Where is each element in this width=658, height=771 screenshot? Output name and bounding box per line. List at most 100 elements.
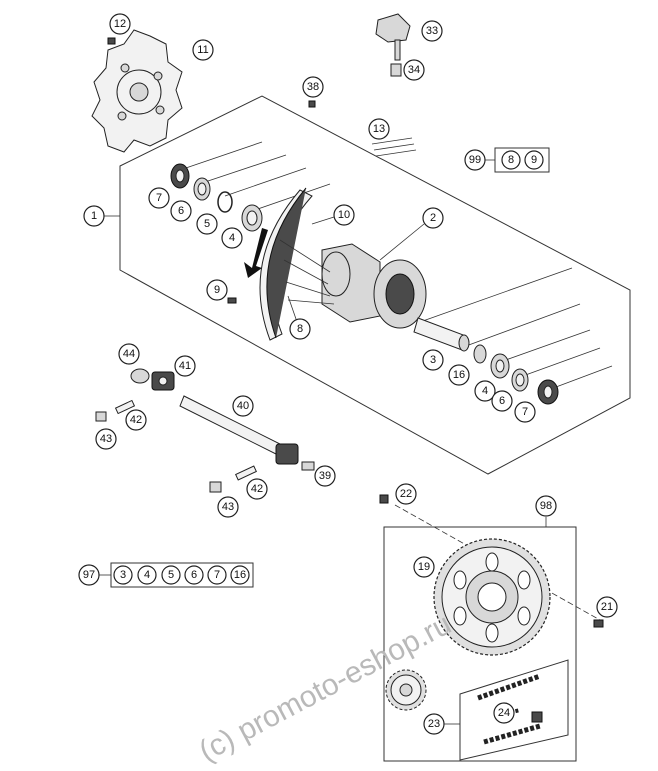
callout-13: 13 [368,118,390,140]
callout-16: 16 [448,364,470,386]
adjuster-nut-2 [209,481,222,493]
svg-text:8: 8 [297,323,303,335]
callout-5: 5 [196,213,218,235]
svg-text:21: 21 [601,601,613,613]
adjuster-bolt-2 [235,465,257,481]
callout-2: 2 [422,207,444,229]
svg-text:43: 43 [100,433,112,445]
wheel-assembly-frame [119,95,631,475]
svg-text:6: 6 [191,569,197,581]
svg-text:16: 16 [234,569,246,581]
circlip [217,191,233,213]
kit-97-item: 4 [137,565,157,585]
adjuster-screw [301,461,315,471]
spokes [279,239,335,305]
kit-99: 99 8 9 [464,147,550,173]
callout-4-left: 4 [221,227,243,249]
callout-1: 1 [83,205,105,227]
callout-8: 8 [289,318,311,340]
callout-6-right: 6 [491,390,513,412]
svg-text:7: 7 [522,406,528,418]
svg-text:97: 97 [83,569,95,581]
axle-nut [130,368,150,384]
callout-40: 40 [232,395,254,417]
adjuster-bolt-1 [114,399,136,415]
chain-adjuster [151,371,175,391]
small-bolt [308,100,316,108]
svg-text:40: 40 [237,400,249,412]
spacer-ring [473,344,487,364]
svg-text:9: 9 [214,284,220,296]
callout-21: 21 [596,596,618,618]
wheel-hub [321,243,427,329]
svg-text:43: 43 [222,501,234,513]
callout-7-right: 7 [514,401,536,423]
callout-34: 34 [403,59,425,81]
callout-44: 44 [118,343,140,365]
callout-43-upper: 43 [95,428,117,450]
kit-97: 97 3 4 5 6 7 16 [78,562,254,588]
svg-text:38: 38 [307,81,319,93]
left-bearing [241,204,263,232]
callout-23: 23 [423,713,445,735]
callout-11: 11 [192,39,214,61]
left-seal [170,163,190,189]
svg-text:4: 4 [482,385,488,397]
sensor-nut [390,63,402,77]
svg-text:10: 10 [338,209,350,221]
callout-43-lower: 43 [217,496,239,518]
svg-text:12: 12 [114,18,126,30]
kit-99-item: 8 [501,150,521,170]
callout-98: 98 [535,495,557,517]
svg-text:24: 24 [498,707,510,719]
svg-text:13: 13 [373,123,385,135]
callout-42-lower: 42 [246,478,268,500]
svg-text:5: 5 [168,569,174,581]
callout-39: 39 [314,465,336,487]
svg-text:39: 39 [319,470,331,482]
brake-disc [91,29,183,153]
svg-text:3: 3 [430,354,436,366]
callout-12: 12 [109,13,131,35]
callout-42-upper: 42 [125,409,147,431]
svg-text:4: 4 [229,232,235,244]
svg-text:98: 98 [540,500,552,512]
svg-text:6: 6 [178,205,184,217]
svg-text:19: 19 [418,561,430,573]
svg-text:44: 44 [123,348,135,360]
disc-bolt [107,37,116,45]
callout-9: 9 [206,279,228,301]
svg-text:23: 23 [428,718,440,730]
kit-97-item: 6 [184,565,204,585]
svg-text:42: 42 [130,414,142,426]
svg-text:22: 22 [400,488,412,500]
kit-99-item: 9 [524,150,544,170]
callout-3: 3 [422,349,444,371]
callout-6-left: 6 [170,200,192,222]
kit-97-item: 3 [113,565,133,585]
rotation-arrow [244,228,268,278]
callout-38: 38 [302,76,324,98]
svg-text:5: 5 [204,218,210,230]
front-sprocket [385,669,427,711]
wheel-axle [179,395,299,465]
speed-sensor [375,13,411,61]
callout-41: 41 [174,355,196,377]
kit-97-item: 7 [207,565,227,585]
left-spacer-ring [193,177,211,201]
hub-spacer-tube [413,317,470,352]
svg-text:3: 3 [120,569,126,581]
svg-text:1: 1 [91,210,97,222]
callout-10: 10 [333,204,355,226]
svg-text:6: 6 [499,395,505,407]
sprocket-bolt [593,619,604,628]
spoke-nipple [227,297,237,304]
right-bearing [490,353,510,379]
sprocket-nut [379,494,389,504]
svg-text:9: 9 [531,154,537,166]
svg-text:41: 41 [179,360,191,372]
svg-text:34: 34 [408,64,420,76]
callout-24: 24 [493,702,515,724]
right-seal [537,379,559,405]
